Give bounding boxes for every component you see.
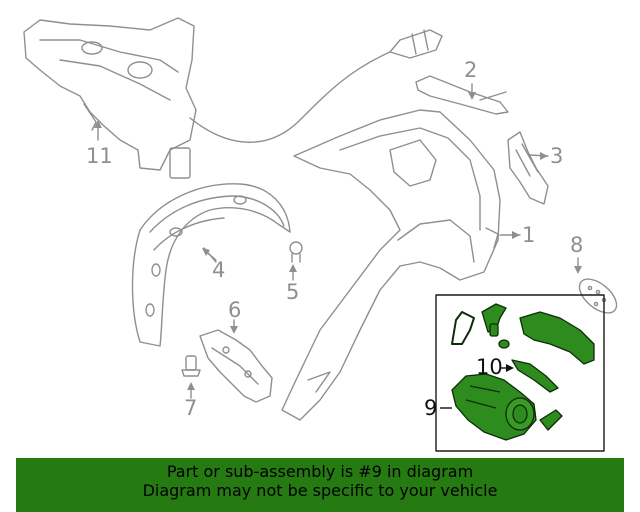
callout-3: 3 (550, 144, 564, 168)
part-5-clip (289, 241, 303, 281)
part-7-stud (181, 355, 201, 399)
callout-8: 8 (570, 233, 584, 257)
part-2-strip (415, 75, 509, 115)
parts-diagram (23, 17, 618, 452)
callout-7: 7 (184, 396, 198, 420)
part-6-bracket (199, 319, 273, 403)
part-1-quarter-panel (281, 109, 521, 421)
callout-1: 1 (522, 223, 536, 247)
callout-4: 4 (212, 258, 226, 282)
callout-5: 5 (286, 280, 300, 304)
callout-2: 2 (464, 58, 478, 82)
part-9-assembly-highlight (451, 303, 595, 441)
callout-11: 11 (86, 144, 113, 168)
info-banner: Part or sub-assembly is #9 in diagram Di… (16, 458, 624, 512)
part-11-bracket-panel (23, 17, 443, 179)
banner-line-1: Part or sub-assembly is #9 in diagram (166, 462, 474, 481)
part-4-wheel-liner (131, 183, 291, 347)
callout-9: 9 (424, 396, 438, 420)
banner-line-2: Diagram may not be specific to your vehi… (142, 481, 498, 500)
callout-10: 10 (476, 355, 503, 379)
callout-6: 6 (228, 298, 242, 322)
part-3-bracket (507, 131, 549, 205)
